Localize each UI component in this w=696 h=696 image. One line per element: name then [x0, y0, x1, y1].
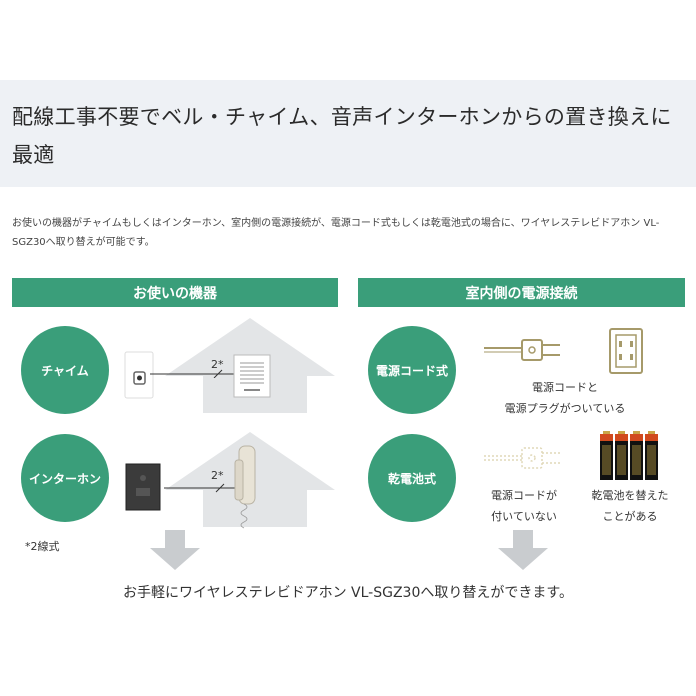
cord-type-badge: 電源コード式: [368, 326, 456, 414]
battery-caption-line1: 乾電池を替えた: [591, 489, 669, 502]
chime-unit-icon: [233, 354, 271, 398]
no-cord-caption-line1: 電源コードが: [491, 489, 557, 502]
chime-wire-line: [150, 369, 234, 378]
no-plug-icon: [484, 447, 560, 469]
cord-caption-line2: 電源プラグがついている: [504, 402, 626, 415]
intercom-wire-line: [164, 483, 238, 493]
chime-button-icon: [124, 351, 154, 399]
cord-caption-line1: 電源コードと: [532, 381, 598, 394]
hero-banner: [0, 80, 696, 187]
devices-header: お使いの機器: [12, 278, 338, 307]
chime-wire-mark: 2*: [211, 358, 224, 371]
right-down-arrow-icon: [498, 530, 548, 570]
no-cord-caption: 電源コードが 付いていない: [474, 485, 574, 527]
cord-caption: 電源コードと 電源プラグがついている: [490, 377, 640, 419]
intercom-door-station-icon: [125, 463, 161, 511]
intro-line1: お使いの機器がチャイムもしくはインターホン、室内側の電源接続が、電源コード式もし…: [12, 218, 660, 229]
battery-type-badge: 乾電池式: [368, 434, 456, 522]
intercom-handset-icon: [234, 445, 256, 529]
left-down-arrow-icon: [150, 530, 200, 570]
bottom-message: お手軽にワイヤレステレビドアホン VL-SGZ30へ取り替えができます。: [123, 585, 573, 601]
wire-footnote: *2線式: [25, 540, 60, 553]
intercom-badge: インターホン: [21, 434, 109, 522]
batteries-icon: [600, 431, 658, 480]
battery-caption: 乾電池を替えた ことがある: [580, 485, 680, 527]
no-cord-caption-line2: 付いていない: [491, 510, 557, 523]
intro-text: お使いの機器がチャイムもしくはインターホン、室内側の電源接続が、電源コード式もし…: [12, 214, 688, 252]
page-title-line1: 配線工事不要でベル・チャイム、音声インターホンからの置き換えに: [12, 105, 672, 129]
page-title-line2: 最適: [12, 143, 55, 167]
chime-badge: チャイム: [21, 326, 109, 414]
intro-line2: SGZ30へ取り替えが可能です。: [12, 237, 155, 248]
intercom-wire-mark: 2*: [211, 469, 224, 482]
battery-caption-line2: ことがある: [602, 510, 658, 523]
wall-outlet-icon: [609, 328, 643, 374]
power-header: 室内側の電源接続: [358, 278, 685, 307]
power-plug-icon: [484, 339, 560, 361]
page-title: 配線工事不要でベル・チャイム、音声インターホンからの置き換えに 最適: [12, 98, 688, 174]
